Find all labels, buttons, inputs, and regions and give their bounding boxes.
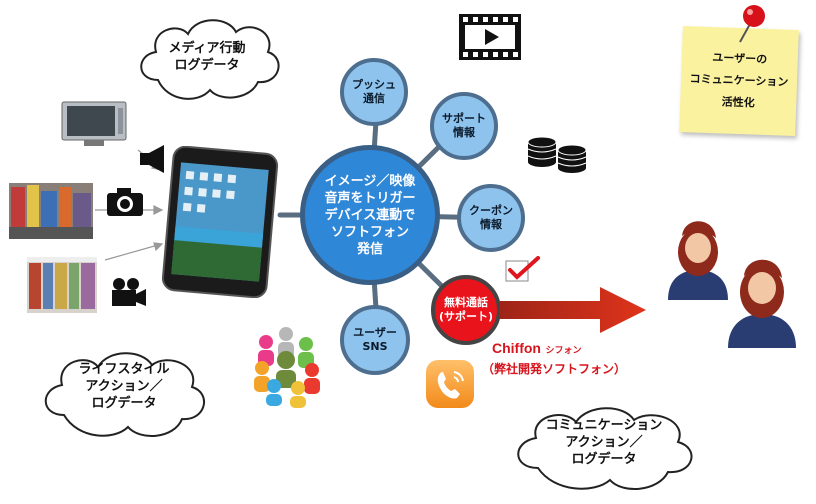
node-sns-label: ユーザー SNS: [353, 326, 397, 353]
cloud-lifestyle-text: ライフスタイル アクション／ ログデータ: [78, 362, 170, 411]
chiffon-kana: シフォン: [545, 345, 582, 355]
node-free-call: 無料通話 (サポート): [431, 275, 501, 345]
speaker-icon: [140, 145, 164, 173]
street-photo: [9, 183, 93, 239]
node-coupon-label: クーポン 情報: [469, 204, 513, 231]
checkmark-icon: [505, 256, 540, 282]
node-free-call-label: 無料通話 (サポート): [438, 296, 494, 323]
store-photo: [27, 257, 97, 313]
chiffon-desc: （弊社開発ソフトフォン）: [482, 362, 627, 376]
center-node-label: イメージ／映像 音声をトリガー デバイス連動で ソフトフォン 発信: [324, 173, 416, 257]
cloud-lifestyle: [44, 352, 205, 438]
node-sns: ユーザー SNS: [340, 305, 410, 375]
tv-icon: [61, 101, 127, 146]
sticky-note-text: ユーザーの コミュニケーション 活性化: [689, 51, 789, 110]
node-push-label: プッシュ 通信: [352, 78, 396, 105]
center-node: イメージ／映像 音声をトリガー デバイス連動で ソフトフォン 発信: [300, 145, 440, 285]
chiffon-label: Chiffon シフォン （弊社開発ソフトフォン）: [482, 340, 662, 377]
people-group-icon: [254, 327, 320, 408]
film-icon: [459, 14, 521, 60]
node-coupon: クーポン 情報: [457, 184, 525, 252]
cloud-communication-text: コミュニケーション アクション／ ログデータ: [545, 418, 663, 467]
camera-icon: [107, 188, 143, 216]
tablet-image: [161, 146, 279, 298]
chiffon-name: Chiffon: [492, 340, 541, 356]
cloud-media-text: メディア行動 ログデータ: [168, 41, 246, 73]
node-support: サポート 情報: [430, 92, 498, 160]
pushpin-icon: [739, 5, 765, 43]
phone-app-icon: [426, 360, 474, 408]
cloud-media: [140, 19, 280, 100]
coins-icon: [527, 136, 587, 173]
video-camera-icon: [112, 278, 146, 306]
node-push: プッシュ 通信: [340, 58, 408, 126]
red-arrow: [500, 287, 646, 333]
node-support-label: サポート 情報: [442, 112, 486, 139]
users-icon: [668, 221, 796, 348]
cloud-communication: [517, 407, 693, 491]
